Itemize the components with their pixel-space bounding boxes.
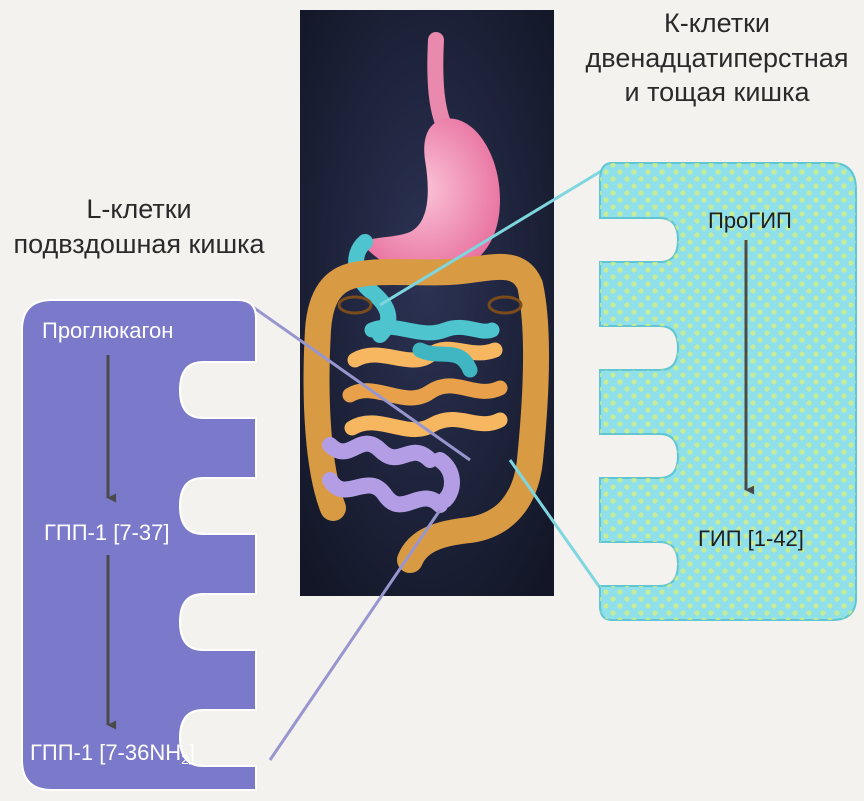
l-cells-label: L-клетки подвздошная кишка: [10, 192, 268, 261]
glp1-amide-suffix: ]: [189, 740, 195, 765]
k-cells-location-line1: двенадцатиперстная: [578, 41, 856, 76]
l-cells-title: L-клетки: [10, 192, 268, 227]
l-cells-location: подвздошная кишка: [10, 227, 268, 262]
proglucagon-label: Проглюкагон: [42, 318, 173, 344]
glp1-7-36nh2-label: ГПП-1 [7-36NH2]: [30, 740, 195, 767]
anatomy-illustration: [300, 10, 554, 596]
glp1-amide-subscript: 2: [181, 751, 189, 767]
k-cells-location-line2: и тощая кишка: [578, 75, 856, 110]
gip-1-42-label: ГИП [1-42]: [698, 526, 804, 552]
k-cells-title: К-клетки: [578, 6, 856, 41]
progip-label: ПроГИП: [708, 208, 792, 234]
k-cells-label: К-клетки двенадцатиперстная и тощая кишк…: [578, 6, 856, 110]
glp1-amide-prefix: ГПП-1 [7-36NH: [30, 740, 181, 765]
glp1-7-37-label: ГПП-1 [7-37]: [44, 520, 169, 546]
